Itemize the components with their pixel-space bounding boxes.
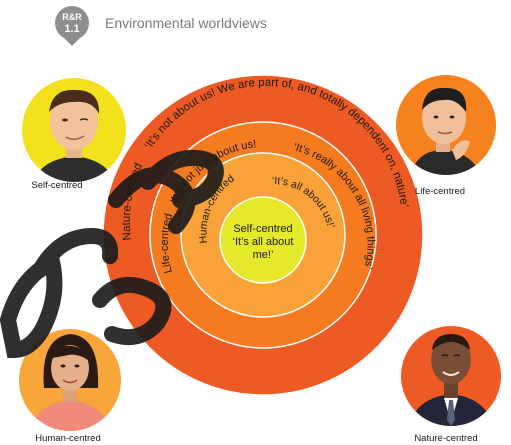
portrait-nature-figure <box>408 334 494 426</box>
portrait-self-figure <box>34 89 114 182</box>
portrait-self-label: Self-centred <box>31 180 82 191</box>
portrait-human-figure <box>28 334 112 431</box>
portrait-human-centred <box>19 329 121 431</box>
portrait-nature-label: Nature-centred <box>414 433 477 444</box>
badge-line2: 1.1 <box>64 23 79 35</box>
watermark <box>0 149 224 359</box>
portrait-self-centred <box>22 78 126 182</box>
centre-line2: ‘It’s all about <box>233 236 294 248</box>
portrait-life-centred <box>396 75 496 175</box>
centre-line3: me!’ <box>253 249 274 261</box>
centre-line1: Self-centred <box>233 223 292 235</box>
portrait-life-label: Life-centred <box>415 186 465 197</box>
watermark-stroke-5 <box>92 276 172 345</box>
badge-pointer <box>64 38 80 46</box>
portrait-life-figure <box>410 87 482 175</box>
watermark-stroke-3 <box>108 167 196 234</box>
badge-line1: R&R <box>62 12 82 22</box>
badge-circle <box>55 6 89 40</box>
portrait-nature-centred <box>401 326 501 426</box>
watermark-stroke-4 <box>140 149 224 208</box>
watermark-stroke-2 <box>32 227 119 278</box>
watermark-stroke-1 <box>0 250 63 359</box>
ring-self-centred <box>219 196 307 284</box>
portrait-human-label: Human-centred <box>35 433 100 444</box>
page-title: Environmental worldviews <box>105 15 267 31</box>
section-badge: R&R 1.1 <box>55 6 89 46</box>
